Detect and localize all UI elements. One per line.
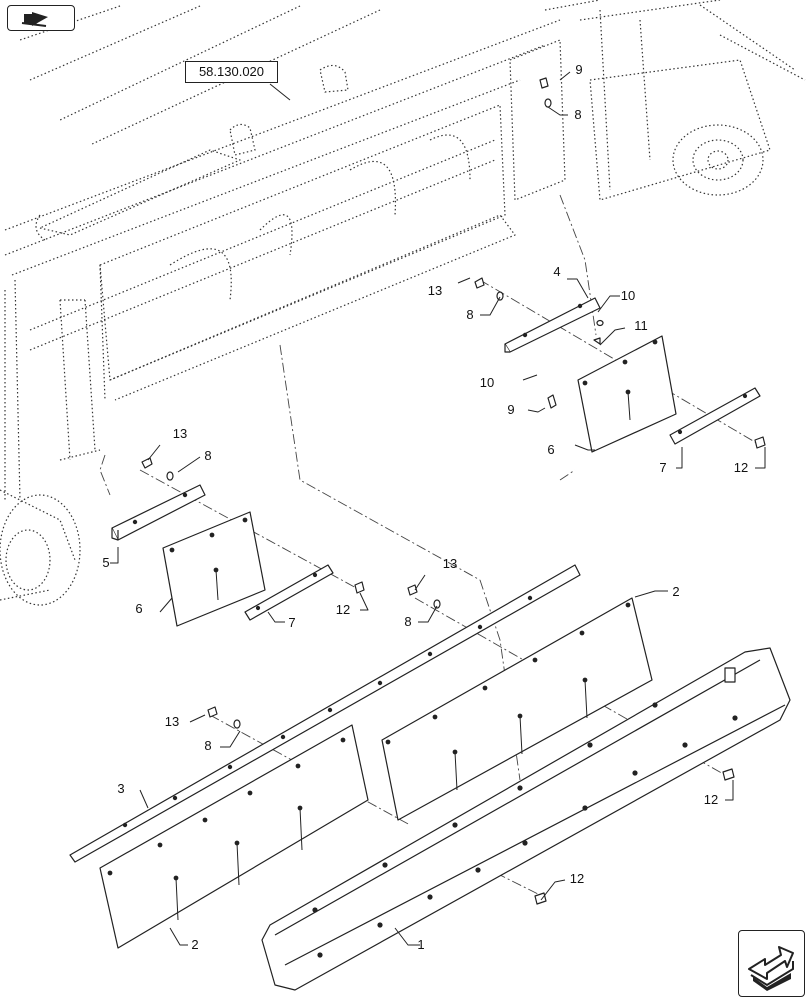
callout-13-right: 13 (428, 283, 442, 298)
next-page-arrow-icon (748, 946, 794, 991)
next-page-button[interactable] (738, 930, 805, 997)
callout-12-bottom: 12 (570, 871, 584, 886)
callout-1: 1 (417, 937, 424, 952)
callout-10-right: 10 (621, 288, 635, 303)
part-right-plate (577, 335, 677, 453)
callout-11: 11 (634, 318, 648, 333)
callout-9-top: 9 (575, 62, 582, 77)
callout-7-right: 7 (659, 460, 666, 475)
part-plate-lower (99, 724, 369, 949)
callout-12-lower-right: 12 (704, 792, 718, 807)
callout-12-right: 12 (734, 460, 748, 475)
part-front-shield (261, 647, 791, 991)
book-nav-button[interactable] (7, 5, 75, 31)
reference-link[interactable]: 58.130.020 (185, 61, 278, 83)
callout-10-left: 10 (480, 375, 494, 390)
header-frame (0, 0, 806, 606)
callout-8-middle: 8 (404, 614, 411, 629)
callout-8-top: 8 (574, 107, 581, 122)
callout-3: 3 (117, 781, 124, 796)
part-left-bracket (111, 484, 206, 541)
callout-7-left: 7 (288, 615, 295, 630)
callout-6-left: 6 (135, 601, 142, 616)
callout-2-upper: 2 (672, 584, 679, 599)
callout-labels: 1 2 2 3 4 5 6 6 7 7 8 8 8 8 8 9 9 10 10 … (102, 62, 748, 952)
part-left-strip (244, 564, 334, 621)
part-left-fasteners (141, 457, 365, 594)
reference-leader (269, 83, 291, 101)
part-long-strip (69, 564, 581, 863)
callout-13-left: 13 (173, 426, 187, 441)
callout-8-left: 8 (204, 448, 211, 463)
callout-8-lower: 8 (204, 738, 211, 753)
part-plate-upper (381, 597, 653, 821)
callout-13-middle: 13 (443, 556, 457, 571)
callout-8-right: 8 (466, 307, 473, 322)
part-right-strip (669, 387, 761, 445)
callout-5: 5 (102, 555, 109, 570)
part-right-bracket (504, 297, 601, 353)
part-lower-fasteners (207, 584, 735, 905)
callout-6-right: 6 (547, 442, 554, 457)
part-right-fasteners (474, 77, 766, 449)
book-arrow-icon (21, 12, 48, 27)
callout-9-right: 9 (507, 402, 514, 417)
callout-4: 4 (553, 264, 560, 279)
callout-13-lower: 13 (165, 714, 179, 729)
callout-2-lower: 2 (191, 937, 198, 952)
callout-12-left: 12 (336, 602, 350, 617)
part-left-plate (162, 511, 266, 627)
leader-lines (110, 71, 766, 946)
